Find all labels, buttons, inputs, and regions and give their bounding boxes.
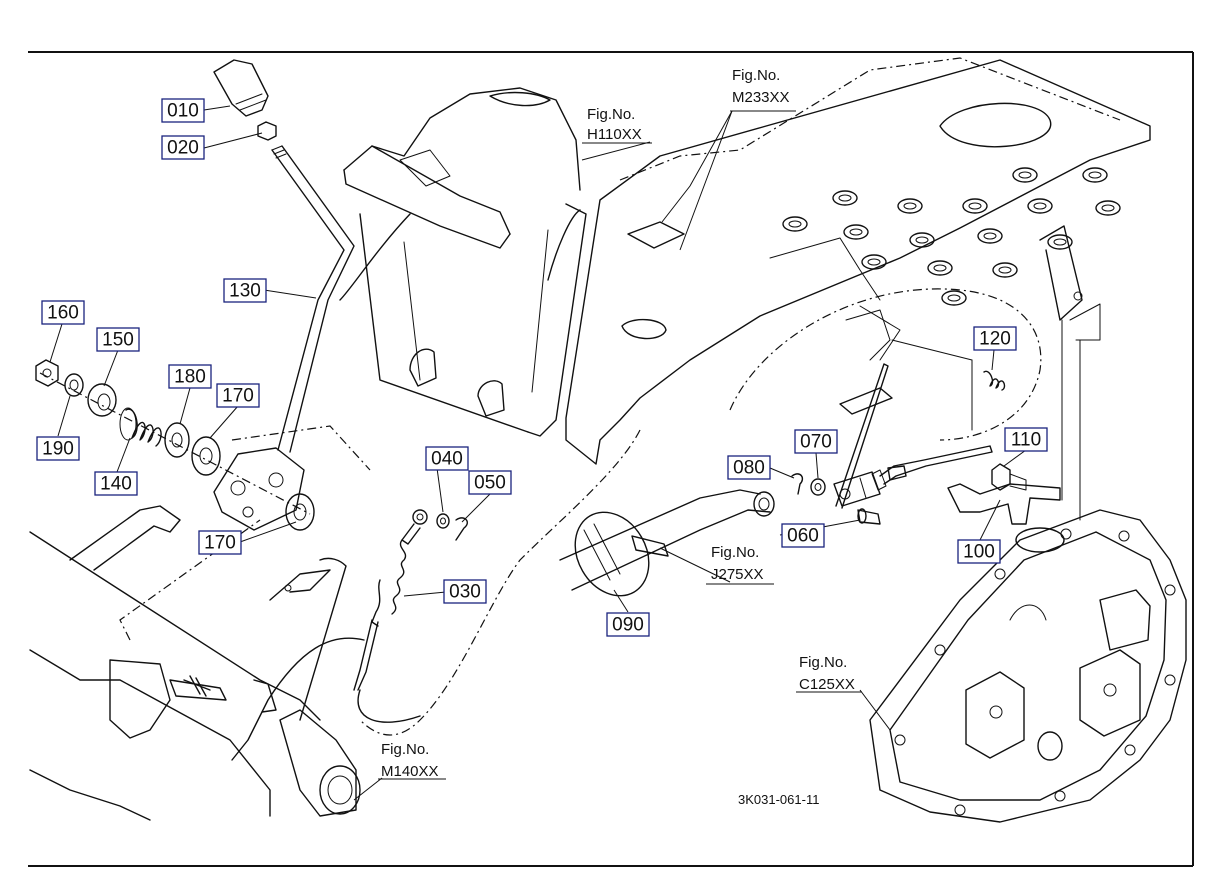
figure-ref-m233xx-label: Fig.No. — [732, 67, 780, 84]
adjuster-rod — [871, 445, 993, 491]
bracket-100 — [947, 483, 1061, 525]
part-tag-150[interactable]: 150 — [96, 327, 140, 352]
clevis-yoke — [833, 471, 881, 507]
left-frame — [29, 505, 361, 821]
figure-ref-j275xx-code: J275XX — [711, 566, 764, 583]
part-tag-100-label: 100 — [963, 542, 995, 563]
figure-ref-j275xx-label: Fig.No. — [711, 544, 759, 561]
clevis-pin-060 — [857, 508, 881, 525]
cable-band — [574, 511, 669, 597]
transmission-housing — [869, 509, 1187, 823]
part-tag-090-label: 090 — [612, 615, 644, 636]
part-tag-080[interactable]: 080 — [727, 455, 771, 480]
part-tag-170-lower-label: 170 — [204, 533, 236, 554]
part-tag-120[interactable]: 120 — [973, 326, 1017, 351]
part-tag-130[interactable]: 130 — [223, 278, 267, 303]
diagram-frame — [28, 51, 1194, 867]
hydraulic-pipe — [559, 489, 775, 591]
part-tag-050-label: 050 — [474, 473, 506, 494]
part-tag-180[interactable]: 180 — [168, 364, 212, 389]
part-tag-110[interactable]: 110 — [1004, 427, 1048, 452]
figure-ref-m233xx-code: M233XX — [732, 89, 790, 106]
part-tag-050[interactable]: 050 — [468, 470, 512, 495]
washer-070 — [810, 478, 826, 496]
shift-cable — [231, 509, 428, 761]
figure-ref-c125xx-code: C125XX — [799, 676, 855, 693]
figure-ref-j275xx[interactable]: Fig.No. J275XX — [706, 544, 774, 585]
nut-160 — [35, 359, 59, 387]
bolt-110 — [991, 463, 1027, 491]
shift-rod — [835, 305, 973, 509]
part-tag-140-label: 140 — [100, 474, 132, 495]
collar-150 — [87, 383, 117, 417]
part-tag-010-label: 010 — [167, 101, 199, 122]
part-tag-170-lower[interactable]: 170 — [198, 530, 242, 555]
diagram-code: 3K031-061-11 — [738, 792, 819, 807]
part-tag-090[interactable]: 090 — [606, 612, 650, 637]
part-tag-190[interactable]: 190 — [36, 436, 80, 461]
figure-ref-h110xx[interactable]: Fig.No. H110XX — [582, 106, 652, 144]
figure-ref-c125xx[interactable]: Fig.No. C125XX — [796, 654, 862, 693]
lever-bracket — [213, 425, 371, 531]
part-tag-070[interactable]: 070 — [794, 429, 838, 454]
washer-170-upper — [191, 436, 221, 476]
figure-ref-c125xx-label: Fig.No. — [799, 654, 847, 671]
part-tag-020-label: 020 — [167, 138, 199, 159]
leader-lines — [49, 105, 1027, 801]
part-tag-170-upper[interactable]: 170 — [216, 383, 260, 408]
shift-lever-rod — [271, 145, 355, 453]
part-tag-030[interactable]: 030 — [443, 579, 487, 604]
part-tag-120-label: 120 — [979, 329, 1011, 350]
shift-knob — [213, 59, 269, 117]
part-tag-160[interactable]: 160 — [41, 300, 85, 325]
part-tag-190-label: 190 — [42, 439, 74, 460]
cotter-pin-080 — [791, 473, 804, 495]
spring-120 — [983, 370, 1006, 391]
part-tag-070-label: 070 — [800, 432, 832, 453]
part-tag-060[interactable]: 060 — [781, 523, 825, 548]
figure-ref-m140xx-label: Fig.No. — [381, 741, 429, 758]
part-tag-080-label: 080 — [733, 458, 765, 479]
figure-ref-m233xx[interactable]: Fig.No. M233XX — [730, 67, 796, 112]
washer-180 — [164, 422, 190, 458]
figure-ref-h110xx-label: Fig.No. — [587, 106, 635, 123]
part-tag-130-label: 130 — [229, 281, 261, 302]
part-tag-110-label: 110 — [1011, 430, 1041, 451]
part-tag-060-label: 060 — [787, 526, 819, 547]
lock-nut — [257, 121, 277, 141]
part-tag-160-label: 160 — [47, 303, 79, 324]
clip-050 — [455, 517, 468, 541]
figure-ref-m140xx[interactable]: Fig.No. M140XX — [378, 741, 446, 780]
washer-170-lower — [285, 493, 315, 531]
part-tag-140[interactable]: 140 — [94, 471, 138, 496]
part-tag-180-label: 180 — [174, 367, 206, 388]
floor-plate — [565, 57, 1151, 521]
part-tag-150-label: 150 — [102, 330, 134, 351]
part-tag-040-label: 040 — [431, 449, 463, 470]
figure-ref-m140xx-code: M140XX — [381, 763, 439, 780]
coil-spring-140 — [119, 407, 162, 447]
part-tag-170-upper-label: 170 — [222, 386, 254, 407]
part-tag-030-label: 030 — [449, 582, 481, 603]
figure-ref-h110xx-code: H110XX — [587, 126, 642, 143]
part-tag-100[interactable]: 100 — [957, 539, 1001, 564]
part-tag-020[interactable]: 020 — [161, 135, 205, 160]
lever-cover — [339, 87, 587, 437]
part-tag-040[interactable]: 040 — [425, 446, 469, 471]
washer-190 — [64, 373, 84, 397]
part-tag-010[interactable]: 010 — [161, 98, 205, 123]
washer-040 — [436, 513, 450, 529]
